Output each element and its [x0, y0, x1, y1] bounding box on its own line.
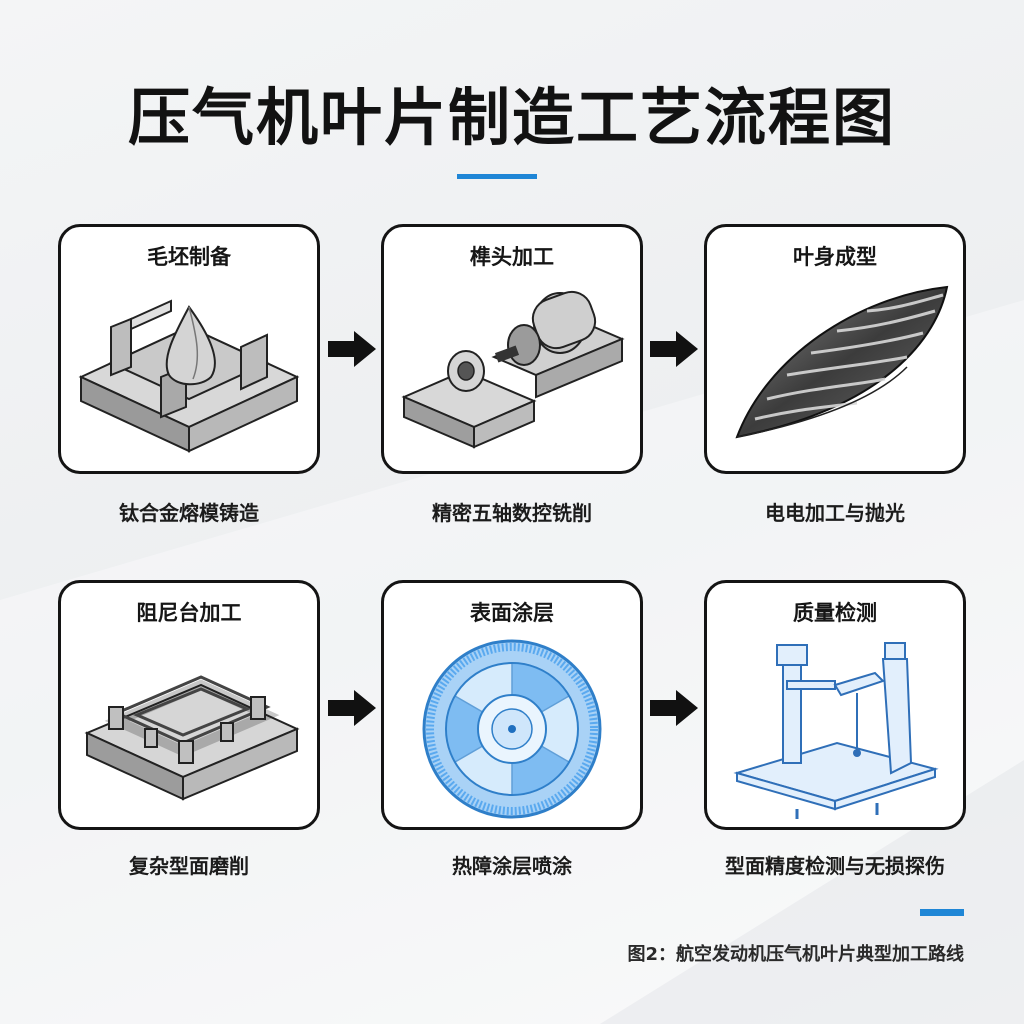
- step-caption: 热障涂层喷涂: [452, 854, 572, 878]
- step-title: 叶身成型: [793, 245, 877, 269]
- blade-airfoil-icon: [735, 285, 949, 439]
- figure-caption: 图2：航空发动机压气机叶片典型加工路线: [627, 944, 964, 965]
- step-caption: 电电加工与抛光: [765, 501, 905, 525]
- step-title: 榫头加工: [470, 245, 554, 269]
- arrow-right-icon: [328, 690, 376, 726]
- cnc-milling-icon: [401, 290, 625, 449]
- step-caption: 精密五轴数控铣削: [432, 501, 592, 525]
- arrow-right-icon: [328, 331, 376, 367]
- grinding-fixture-icon: [84, 675, 300, 801]
- step-card-inspection: 质量检测: [704, 580, 966, 830]
- title-accent-bar: [457, 174, 537, 179]
- arrow-right-icon: [650, 690, 698, 726]
- cmm-inspection-icon: [733, 642, 939, 819]
- step-title: 质量检测: [793, 601, 877, 625]
- step-title: 毛坯制备: [147, 245, 231, 269]
- arrow-right-icon: [650, 331, 698, 367]
- coated-disk-icon: [422, 639, 602, 819]
- step-title: 阻尼台加工: [136, 601, 242, 625]
- step-card-blade: 叶身成型: [704, 224, 966, 474]
- step-caption: 钛合金熔模铸造: [119, 501, 259, 525]
- page-title: 压气机叶片制造工艺流程图: [127, 81, 896, 154]
- step-title: 表面涂层: [470, 601, 554, 625]
- step-card-casting: 毛坯制备: [58, 224, 320, 474]
- step-card-grinding: 阻尼台加工: [58, 580, 320, 830]
- step-caption: 复杂型面磨削: [129, 854, 249, 878]
- step-caption: 型面精度检测与无损探伤: [725, 854, 945, 878]
- casting-mold-icon: [78, 299, 300, 453]
- step-card-milling: 榫头加工: [381, 224, 643, 474]
- step-card-coating: 表面涂层: [381, 580, 643, 830]
- caption-accent-bar: [920, 909, 964, 916]
